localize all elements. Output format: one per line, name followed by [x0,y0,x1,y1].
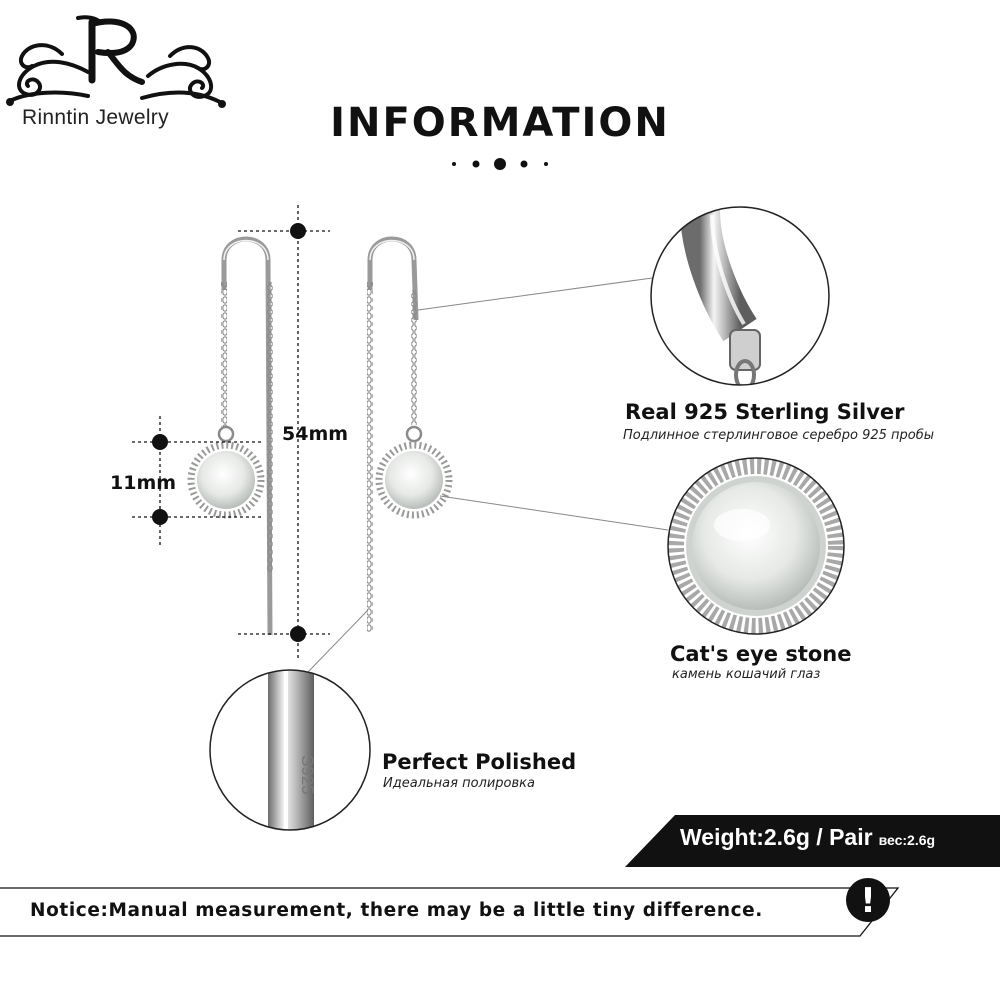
zoom-cats-eye-stone [667,457,845,635]
feature-title-stone: Cat's eye stone [670,642,852,666]
brand-logo [6,15,226,108]
diameter-label: 11mm [110,472,177,494]
weight-sub: вес:2.6g [878,832,936,848]
connector-polish [307,609,369,673]
exclamation-icon-bg [846,878,890,922]
connector-silver [417,277,653,311]
page-title: INFORMATION [330,100,670,146]
length-label: 54mm [282,423,349,445]
s925-stamp: S925 [298,755,317,795]
notice-bar-frame: ! [0,878,900,937]
weight-info: Weight:2.6g / Pair вес:2.6g [680,824,935,851]
diameter-dimension [132,416,262,548]
feature-subtitle-stone: камень кошачий глаз [672,667,821,682]
weight-banner [625,815,1000,867]
connector-stone [439,495,669,531]
exclamation-icon: ! [860,881,876,921]
notice-text: Notice:Manual measurement, there may be … [30,900,763,921]
zoom-silver-hook [650,206,830,386]
weight-main: Weight:2.6g / Pair [680,824,873,850]
feature-title-silver: Real 925 Sterling Silver [625,400,905,424]
zoom-polished-post: S925 [209,669,371,831]
feature-subtitle-silver: Подлинное стерлинговое серебро 925 пробы [623,428,934,443]
left-earring [187,236,273,636]
length-dimension [238,205,330,660]
feature-subtitle-polish: Идеальная полировка [383,776,535,791]
right-earring [367,236,453,632]
feature-title-polish: Perfect Polished [382,750,577,774]
brand-name: Rinntin Jewelry [22,106,169,129]
title-dots-divider [452,158,548,170]
